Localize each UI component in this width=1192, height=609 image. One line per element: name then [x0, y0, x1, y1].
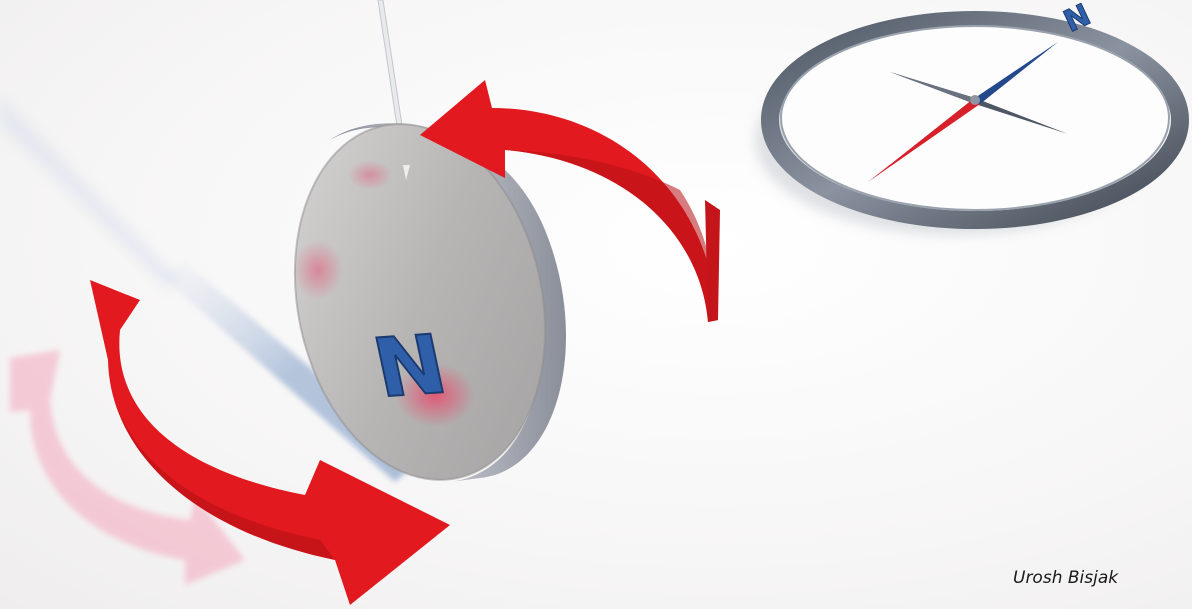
author-credit: Urosh Bisjak [1013, 568, 1118, 588]
compass-pivot [970, 95, 980, 105]
disc-magnet [263, 101, 577, 504]
compass-face [781, 26, 1169, 210]
string-shadow [0, 95, 180, 290]
compass: N [755, 0, 1180, 235]
